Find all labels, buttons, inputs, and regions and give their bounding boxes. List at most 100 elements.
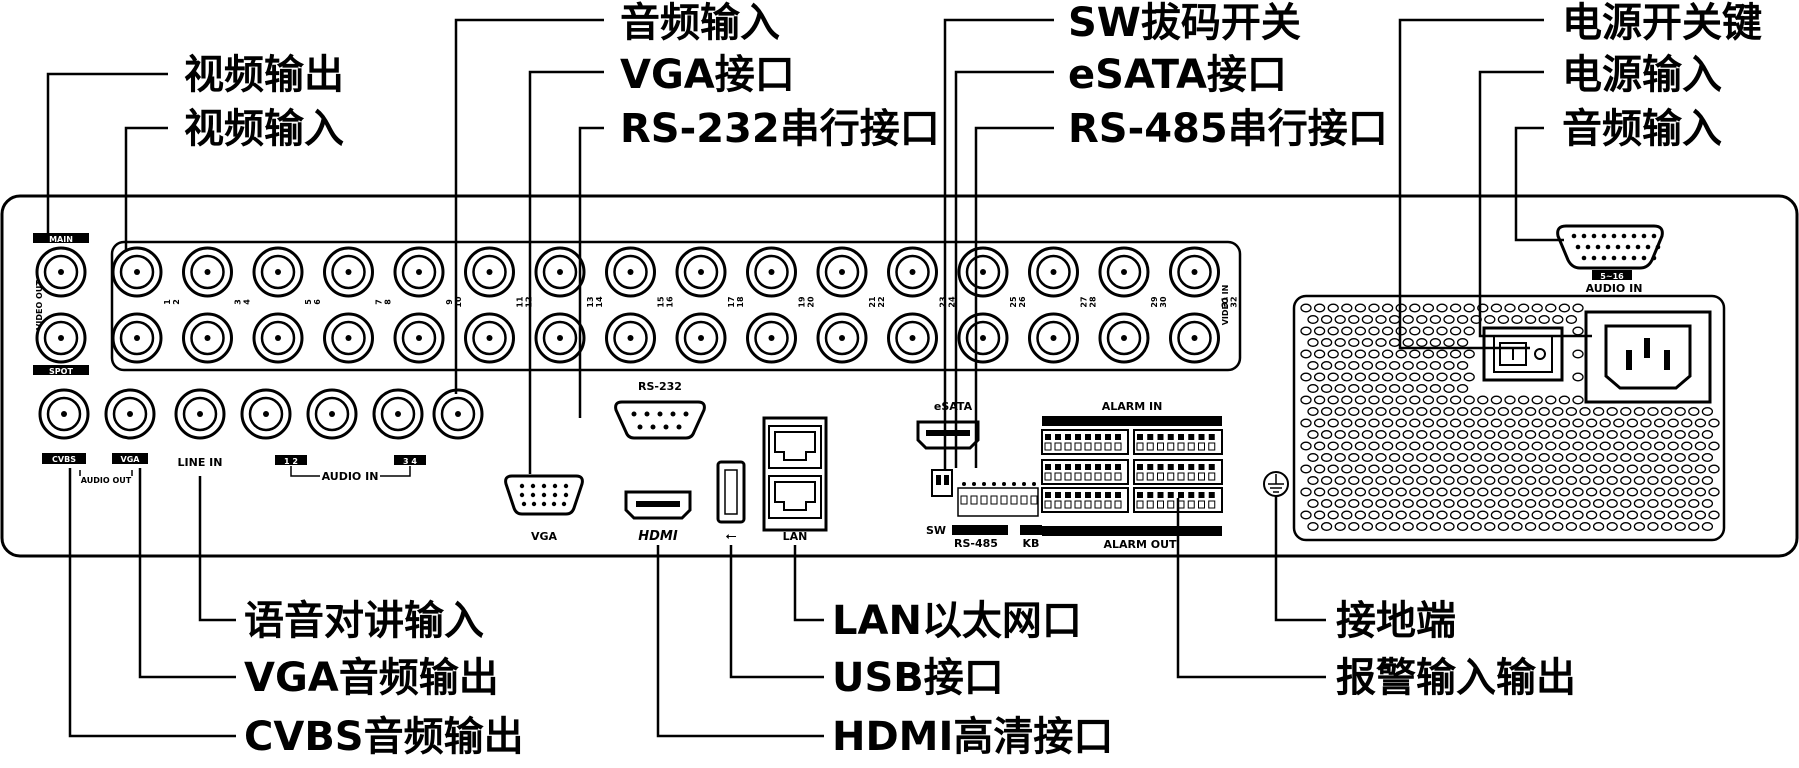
video-in-bnc — [111, 312, 163, 364]
power-inlet — [1584, 310, 1712, 404]
esata-label: eSATA — [934, 400, 973, 413]
alarm-in-label: ALARM IN — [1102, 400, 1163, 413]
callout-usb: USB接口 — [832, 655, 1004, 701]
channel-label: 23 — [939, 296, 948, 307]
video-in-bnc — [1098, 246, 1150, 298]
audio-in-right-label: AUDIO IN — [1586, 282, 1643, 295]
rs232-connector — [614, 400, 706, 440]
alarm-terminal-block — [1041, 429, 1223, 513]
video-in-bnc — [182, 312, 233, 364]
callout-sw-dip: SW拔码开关 — [1068, 0, 1301, 46]
channel-label: 18 — [736, 296, 745, 308]
channel-label: 6 — [313, 299, 322, 305]
channel-label: 21 — [868, 296, 877, 308]
audio-bnc-array — [38, 388, 484, 440]
video-in-bnc — [1098, 312, 1150, 364]
audio-in-1-2: 1 2 — [284, 457, 298, 466]
channel-label: 32 — [1230, 296, 1239, 307]
video-in-label: VIDEO IN — [1221, 285, 1230, 326]
video-in-bnc — [1169, 246, 1220, 298]
usb-port — [716, 460, 746, 524]
audio-in-db-connector — [1556, 224, 1664, 270]
channel-label: 29 — [1150, 296, 1159, 308]
usb-icon: ⭠ — [725, 528, 736, 544]
callout-esata: eSATA接口 — [1068, 52, 1287, 98]
line-in-label: LINE IN — [178, 456, 223, 469]
video-in-bnc — [323, 312, 374, 364]
audio-bnc — [372, 388, 424, 440]
channel-label: 17 — [727, 296, 736, 307]
main-label: MAIN — [49, 235, 73, 244]
channel-label: 8 — [384, 299, 393, 305]
alarm-out-label: ALARM OUT — [1103, 538, 1177, 551]
video-in-bnc — [464, 312, 515, 364]
audio-bnc — [432, 388, 484, 440]
video-in-bnc — [182, 246, 233, 298]
lan-label: LAN — [783, 530, 808, 543]
callout-power-switch: 电源开关键 — [1562, 0, 1762, 46]
callout-audio-in-right: 音频输入 — [1562, 106, 1722, 152]
channel-label: 3 — [234, 299, 243, 305]
channel-label: 26 — [1018, 296, 1027, 308]
video-in-bnc — [252, 246, 304, 298]
channel-label: 16 — [666, 296, 675, 308]
channel-label: 31 — [1221, 296, 1230, 308]
channel-label: 19 — [798, 296, 807, 308]
hdmi-connector — [624, 490, 692, 520]
video-in-bnc — [605, 312, 656, 364]
video-in-bnc — [393, 246, 445, 298]
vga-audio-tag: VGA — [121, 455, 141, 464]
video-in-bnc — [746, 246, 797, 298]
video-in-bnc — [887, 246, 938, 298]
callout-cvbs-audio-out: CVBS音频输出 — [244, 714, 524, 760]
rs232-label: RS-232 — [638, 380, 682, 393]
channel-label: 30 — [1159, 296, 1168, 308]
video-in-bnc — [816, 246, 868, 298]
callout-hdmi: HDMI高清接口 — [832, 714, 1113, 760]
channel-label: 14 — [595, 296, 604, 308]
video-in-bnc — [675, 246, 727, 298]
audio-out-label: AUDIO OUT — [81, 476, 132, 485]
ground-terminal-icon — [1263, 471, 1289, 497]
vga-connector — [504, 474, 584, 516]
channel-label: 24 — [948, 296, 957, 308]
rs485-terminal-block — [957, 482, 1039, 517]
audio-bnc — [174, 388, 226, 440]
video-in-bnc — [1028, 312, 1079, 364]
video-in-bnc — [605, 246, 656, 298]
video-out-main-bnc — [35, 246, 87, 298]
channel-label: 2 — [172, 299, 181, 305]
sw-dip-switch — [931, 469, 953, 497]
channel-label: 11 — [516, 296, 525, 308]
video-in-bnc — [111, 246, 163, 298]
channel-label: 25 — [1009, 296, 1018, 308]
leader-lines — [46, 18, 1592, 738]
sw-label: SW — [926, 524, 946, 537]
callout-talk-in: 语音对讲输入 — [244, 598, 484, 644]
video-in-bnc — [816, 312, 868, 364]
channel-label: 5 — [304, 299, 313, 305]
video-out-label: VIDEO OUT — [35, 280, 44, 330]
audio-bnc — [306, 388, 358, 440]
video-in-bnc — [1169, 312, 1220, 364]
audio-bnc — [38, 388, 90, 440]
channel-label: 9 — [445, 299, 454, 305]
cvbs-label: CVBS — [52, 455, 76, 464]
callout-audio-in-top: 音频输入 — [620, 0, 780, 46]
channel-label: 13 — [586, 296, 595, 307]
channel-label: 10 — [454, 296, 463, 308]
hdmi-label: HDMI — [638, 529, 678, 544]
video-in-bnc — [887, 312, 938, 364]
video-in-bnc — [746, 312, 797, 364]
callout-ground: 接地端 — [1336, 598, 1456, 644]
channel-label: 15 — [657, 296, 666, 308]
callout-vga-port: VGA接口 — [620, 52, 795, 98]
channel-label: 28 — [1089, 296, 1098, 308]
video-in-bnc — [957, 246, 1009, 298]
kb-label: KB — [1023, 537, 1040, 550]
esata-port — [916, 420, 980, 450]
callout-lan: LAN以太网口 — [832, 598, 1082, 644]
